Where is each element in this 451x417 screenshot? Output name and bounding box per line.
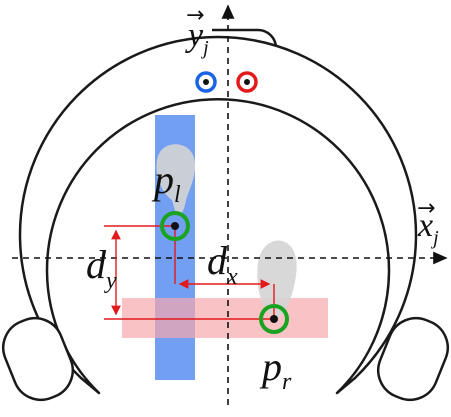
dimension-lines [104, 225, 275, 320]
left-blob [156, 144, 196, 216]
left-foot [2, 316, 74, 402]
point-right-marker [259, 304, 289, 334]
right-foot [377, 316, 449, 402]
y-axis-arrow-accent: → [186, 3, 204, 28]
y-axis-label: yj [185, 17, 209, 59]
dx-label: dx [207, 238, 238, 290]
right-region-band [122, 298, 328, 338]
x-axis-label: xj [417, 207, 439, 249]
red-marker [236, 71, 258, 93]
point-left-label: pl [151, 157, 181, 208]
dy-label: dy [86, 242, 117, 294]
x-axis-arrow-accent: → [417, 196, 435, 221]
right-blob [257, 240, 297, 318]
point-right-label: pr [259, 344, 292, 395]
horseshoe-frame [18, 35, 418, 395]
point-left-marker [160, 211, 190, 241]
blue-marker [195, 71, 217, 93]
